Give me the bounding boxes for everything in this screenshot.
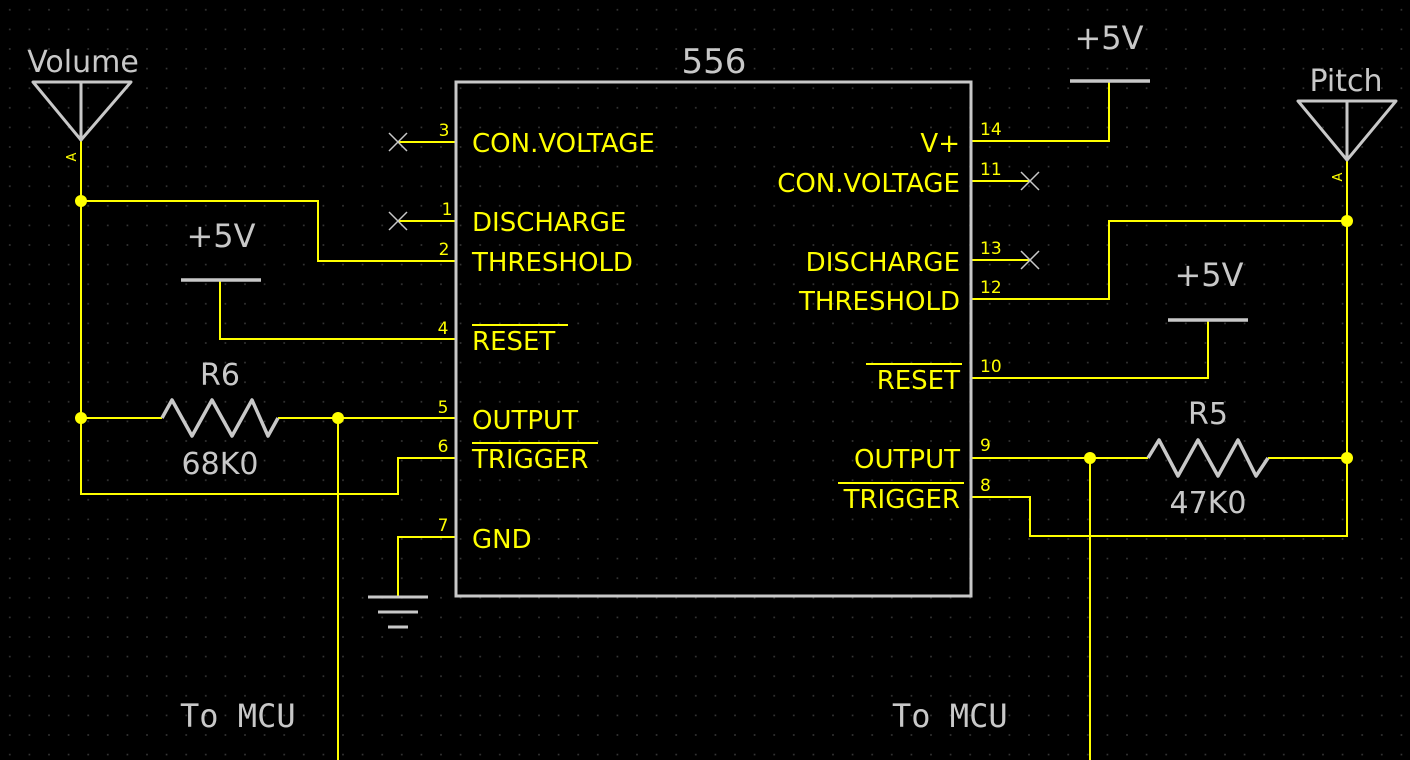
- antenna-volume[interactable]: [31, 80, 133, 142]
- pin-label-trigger-left: TRIGGER: [471, 445, 588, 475]
- junction-dot: [1084, 452, 1096, 464]
- left-pin-numbers: 3 1 2 4 5 6 7: [438, 121, 453, 536]
- no-connect-markers: [388, 132, 1040, 270]
- wire-pitch-antenna: [972, 160, 1348, 537]
- output-labels: To MCU To MCU: [180, 697, 1008, 735]
- ic-556-body[interactable]: [454, 80, 973, 598]
- wire-gnd: [397, 536, 456, 597]
- wire-v-plus: [972, 81, 1110, 142]
- wire-pitch-to-threshold: [972, 220, 1347, 300]
- power-labels: +5V +5V +5V: [186, 19, 1243, 294]
- pin-label-discharge-right: DISCHARGE: [806, 248, 960, 278]
- pin-label-reset-left: RESET: [472, 327, 555, 357]
- pin-number-8: 8: [980, 476, 991, 496]
- left-pin-labels: CON.VOLTAGE DISCHARGE THRESHOLD RESET OU…: [471, 129, 655, 555]
- junction-dot: [332, 412, 344, 424]
- resistor-labels: R6 68K0 R5 47K0: [182, 358, 1247, 521]
- pin-number-4: 4: [438, 319, 449, 339]
- power-label-top-right: +5V: [1074, 19, 1143, 57]
- pin-label-reset-right: RESET: [877, 366, 960, 396]
- pin-number-10: 10: [980, 357, 1002, 377]
- no-connect-pin11: [1020, 171, 1040, 191]
- antenna-pitch-pin: A: [1331, 172, 1346, 181]
- no-connect-pin1: [388, 211, 408, 231]
- antenna-pin-labels: A A: [65, 152, 1346, 181]
- pin-number-6: 6: [438, 437, 449, 457]
- pin-number-1: 1: [442, 200, 453, 220]
- pin-label-threshold-left: THRESHOLD: [471, 248, 633, 278]
- junction-dot: [1341, 452, 1353, 464]
- wire-volume-to-threshold: [81, 200, 456, 262]
- pin-label-con-voltage-right: CON.VOLTAGE: [777, 169, 960, 199]
- pin-number-7: 7: [438, 516, 449, 536]
- power-label-right: +5V: [1174, 256, 1243, 294]
- right-pin-labels: V+ CON.VOLTAGE DISCHARGE THRESHOLD RESET…: [777, 129, 960, 515]
- pin-label-con-voltage-left: CON.VOLTAGE: [472, 129, 655, 159]
- wire-volume-antenna: [80, 141, 456, 495]
- resistor-r5-ref: R5: [1188, 397, 1228, 432]
- power-symbols: [181, 79, 1248, 322]
- antenna-pitch[interactable]: [1296, 99, 1398, 162]
- junction-dot: [75, 412, 87, 424]
- antenna-labels: Volume Pitch: [27, 45, 1382, 99]
- junction-dot: [75, 195, 87, 207]
- antenna-volume-pin: A: [65, 152, 80, 161]
- antenna-volume-name: Volume: [27, 45, 139, 80]
- pin-label-output-left: OUTPUT: [472, 406, 578, 436]
- no-connect-pin13: [1020, 250, 1040, 270]
- label-to-mcu-right: To MCU: [892, 697, 1008, 735]
- label-to-mcu-left: To MCU: [180, 697, 296, 735]
- power-label-left: +5V: [186, 217, 255, 255]
- pin-label-discharge-left: DISCHARGE: [472, 208, 626, 238]
- pin-label-v-plus: V+: [920, 129, 960, 159]
- antenna-pitch-name: Pitch: [1309, 64, 1382, 99]
- resistors: [160, 398, 1270, 478]
- resistor-r6-value: 68K0: [182, 447, 259, 482]
- pin-number-3: 3: [439, 121, 450, 141]
- junction-dot: [1341, 215, 1353, 227]
- wires: [80, 81, 1348, 760]
- pin-label-gnd: GND: [472, 525, 532, 555]
- pin-label-threshold-right: THRESHOLD: [798, 287, 960, 317]
- ic-part-name: 556: [682, 42, 747, 82]
- pin-number-2: 2: [439, 240, 450, 260]
- no-connect-pin3: [388, 132, 408, 152]
- pin-number-14: 14: [980, 120, 1002, 140]
- resistor-r6[interactable]: [160, 398, 280, 438]
- pin-number-12: 12: [980, 278, 1002, 298]
- right-pin-numbers: 14 11 13 12 10 9 8: [980, 120, 1002, 496]
- ground-symbol: [368, 595, 428, 629]
- overbars: [472, 324, 964, 484]
- junctions: [75, 195, 1353, 464]
- resistor-r5[interactable]: [1146, 438, 1270, 478]
- wire-right-5v-reset: [972, 320, 1209, 379]
- resistor-r5-value: 47K0: [1170, 486, 1247, 521]
- resistor-r6-ref: R6: [200, 358, 240, 393]
- pin-label-trigger-right: TRIGGER: [843, 485, 960, 515]
- pin-number-5: 5: [438, 398, 449, 418]
- pin-number-9: 9: [980, 436, 991, 456]
- pin-number-13: 13: [980, 239, 1002, 259]
- wire-left-5v-reset: [219, 281, 456, 340]
- pin-label-output-right: OUTPUT: [854, 445, 960, 475]
- pin-number-11: 11: [980, 160, 1002, 180]
